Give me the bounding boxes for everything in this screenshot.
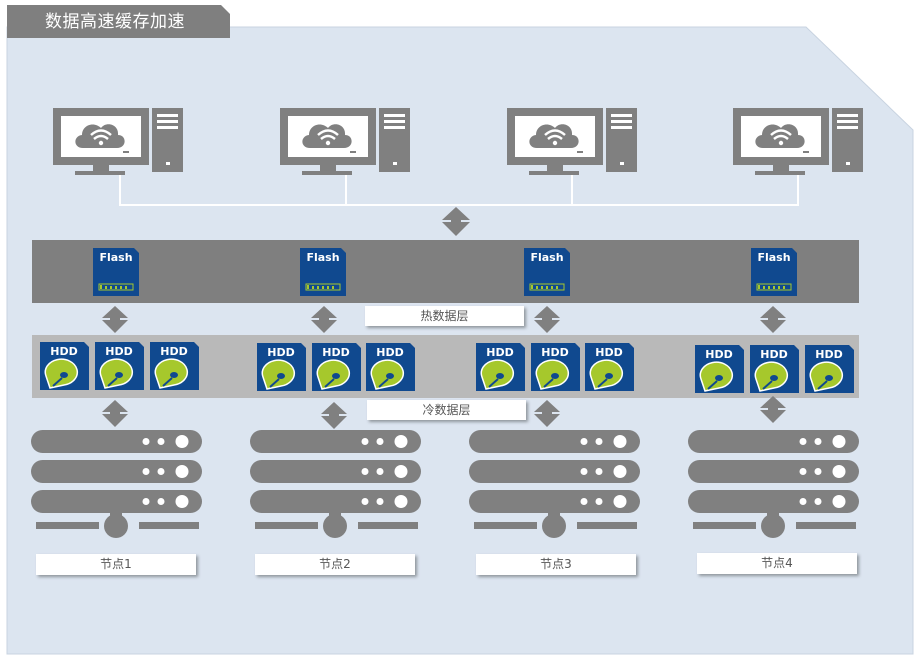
hot-data-layer-label: 热数据层 bbox=[365, 306, 524, 326]
server-stack-icon bbox=[31, 430, 202, 538]
client-computer-2 bbox=[280, 108, 410, 175]
hdd-label: HDD bbox=[376, 346, 404, 359]
hdd-label: HDD bbox=[322, 346, 350, 359]
client-connection-lines bbox=[119, 172, 799, 206]
server-stack-icon bbox=[688, 430, 859, 538]
bidirectional-arrow-icon bbox=[442, 207, 470, 236]
hdd-label: HDD bbox=[815, 348, 843, 361]
bidirectional-arrow-icon bbox=[102, 400, 128, 427]
node-label-1: 节点1 bbox=[36, 554, 196, 575]
bidirectional-arrow-icon bbox=[534, 400, 560, 427]
cloud-wifi-icon bbox=[529, 124, 579, 148]
hdd-label: HDD bbox=[541, 346, 569, 359]
hdd-label: HDD bbox=[486, 346, 514, 359]
node-label-4: 节点4 bbox=[697, 553, 857, 574]
bidirectional-arrow-icon bbox=[534, 306, 560, 333]
flash-card-label: Flash bbox=[306, 251, 340, 264]
hdd-drive-icon bbox=[150, 342, 199, 390]
hdd-label: HDD bbox=[760, 348, 788, 361]
cold-data-layer-label: 冷数据层 bbox=[367, 400, 526, 420]
hdd-drive-icon bbox=[312, 343, 361, 391]
hdd-label: HDD bbox=[267, 346, 295, 359]
flash-card-label: Flash bbox=[757, 251, 791, 264]
cloud-wifi-icon bbox=[302, 124, 352, 148]
hdd-drive-icon bbox=[366, 343, 415, 391]
title-tab bbox=[7, 5, 230, 38]
node-label-3: 节点3 bbox=[476, 554, 636, 575]
flash-card-label: Flash bbox=[530, 251, 564, 264]
bidirectional-arrow-icon bbox=[321, 402, 347, 429]
hdd-label: HDD bbox=[105, 345, 133, 358]
diagram-title: 数据高速缓存加速 bbox=[45, 12, 185, 32]
hdd-drive-icon bbox=[750, 345, 799, 393]
hdd-drive-icon bbox=[95, 342, 144, 390]
computer-icon bbox=[280, 108, 410, 175]
hdd-drive-icon bbox=[695, 345, 744, 393]
flash-card-icon bbox=[751, 248, 797, 296]
client-computer-4 bbox=[733, 108, 863, 175]
hdd-drive-icon bbox=[40, 342, 89, 390]
server-stack-icon bbox=[250, 430, 421, 538]
bidirectional-arrow-icon bbox=[760, 306, 786, 333]
cloud-wifi-icon bbox=[755, 124, 805, 148]
hdd-drive-icon bbox=[476, 343, 525, 391]
client-computer-1 bbox=[53, 108, 183, 175]
hdd-drives bbox=[40, 342, 854, 393]
hdd-drive-icon bbox=[805, 345, 854, 393]
hdd-drive-icon bbox=[585, 343, 634, 391]
flash-card-icon bbox=[524, 248, 570, 296]
bidirectional-arrow-icon bbox=[102, 306, 128, 333]
bidirectional-arrow-icon bbox=[311, 306, 337, 333]
hdd-drive-icon bbox=[257, 343, 306, 391]
cloud-wifi-icon bbox=[75, 124, 125, 148]
client-computer-3 bbox=[507, 108, 637, 175]
hdd-label: HDD bbox=[595, 346, 623, 359]
flash-card-icon bbox=[300, 248, 346, 296]
server-stack-icon bbox=[469, 430, 640, 538]
flash-card-label: Flash bbox=[99, 251, 133, 264]
hdd-label: HDD bbox=[50, 345, 78, 358]
hdd-drive-icon bbox=[531, 343, 580, 391]
hdd-label: HDD bbox=[705, 348, 733, 361]
hdd-label: HDD bbox=[160, 345, 188, 358]
node-label-2: 节点2 bbox=[255, 554, 415, 575]
bidirectional-arrow-icon bbox=[760, 396, 786, 423]
hot-data-layer-band bbox=[32, 240, 859, 303]
flash-card-icon bbox=[93, 248, 139, 296]
